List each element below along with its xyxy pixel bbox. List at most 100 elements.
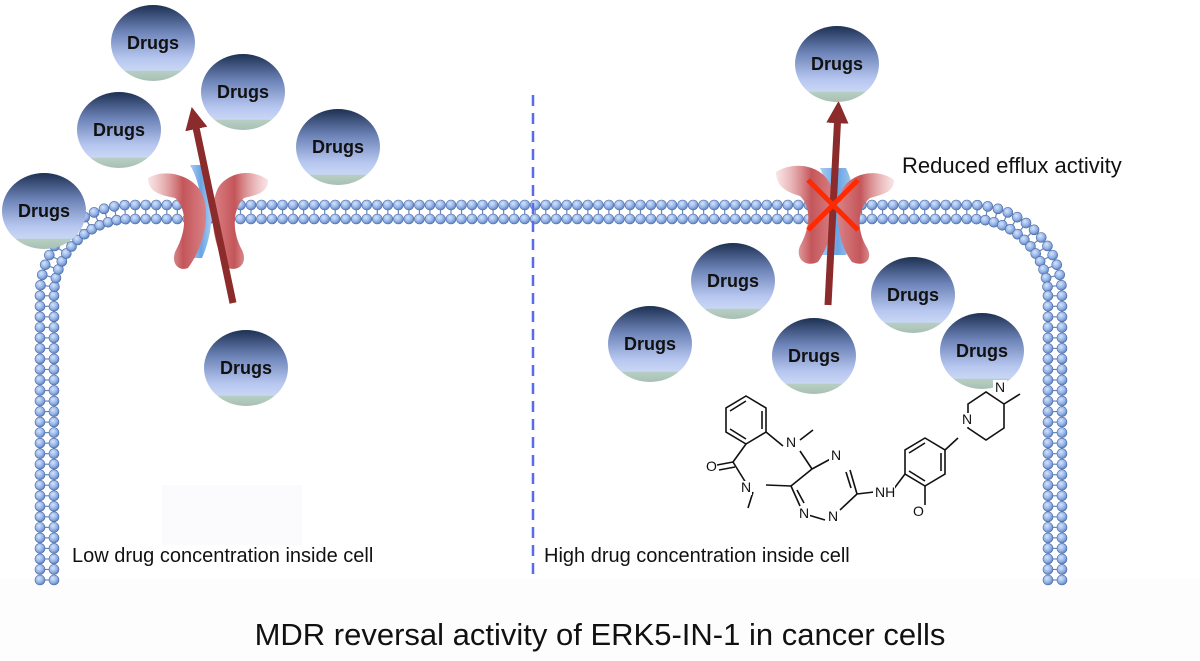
left-panel-background: [162, 485, 302, 545]
lipid-molecule: [34, 406, 60, 417]
lipid-molecule: [614, 199, 625, 225]
drug-label: Drugs: [956, 341, 1008, 361]
lipid-molecule: [866, 199, 878, 225]
drug-molecules: DrugsDrugsDrugsDrugsDrugsDrugsDrugsDrugs…: [2, 5, 1024, 406]
lipid-molecule: [1042, 364, 1068, 375]
lipid-molecule: [119, 199, 131, 225]
lipid-molecule: [1042, 353, 1068, 365]
lipid-molecule: [319, 199, 330, 225]
erk5-in-1-structure: [716, 391, 1021, 521]
drug-label: Drugs: [18, 201, 70, 221]
drug-sphere: Drugs: [77, 92, 161, 168]
lipid-molecule: [1042, 448, 1068, 459]
lipid-molecule: [256, 199, 267, 225]
drug-sphere: Drugs: [608, 306, 692, 382]
lipid-molecule: [698, 199, 709, 225]
lipid-molecule: [593, 199, 604, 225]
lipid-molecule: [34, 332, 60, 344]
lipid-molecule: [382, 199, 394, 225]
bottom-band: [0, 578, 1200, 661]
lipid-molecule: [1042, 301, 1068, 312]
lipid-molecule: [36, 269, 62, 284]
drug-label: Drugs: [811, 54, 863, 74]
atom-label: N: [995, 379, 1005, 395]
lipid-molecule: [108, 201, 122, 226]
lipid-molecule: [34, 364, 60, 375]
drug-sphere: Drugs: [691, 243, 775, 319]
lipid-molecule: [708, 199, 720, 225]
lipid-molecule: [1042, 279, 1067, 293]
drug-sphere: Drugs: [204, 330, 288, 406]
lipid-molecule: [445, 199, 457, 225]
lipid-molecule: [887, 199, 899, 225]
lipid-molecule: [1042, 458, 1068, 470]
lipid-molecule: [877, 199, 888, 225]
lipid-molecule: [1038, 259, 1063, 275]
lipid-molecule: [34, 479, 60, 491]
lipid-molecule: [1042, 553, 1068, 565]
left-panel-caption: Low drug concentration inside cell: [72, 545, 373, 567]
blocked-x-mark: [806, 178, 860, 232]
lipid-molecule: [88, 207, 106, 231]
lipid-molecule: [34, 501, 60, 512]
lipid-molecule: [350, 199, 362, 225]
lipid-molecule: [34, 469, 60, 481]
atom-label: N: [962, 411, 972, 427]
atom-label: N: [828, 508, 838, 524]
lipid-molecule: [996, 207, 1014, 231]
lipid-molecule: [34, 343, 60, 354]
lipid-molecule: [687, 199, 699, 225]
lipid-molecule: [782, 199, 794, 225]
lipid-molecule: [34, 374, 60, 386]
lipid-molecule: [34, 322, 60, 333]
lipid-molecule: [414, 199, 425, 225]
lipid-molecule: [508, 199, 520, 225]
lipid-molecule: [761, 199, 773, 225]
lipid-molecule: [624, 199, 636, 225]
lipid-molecule: [287, 199, 299, 225]
lipid-molecule: [44, 249, 68, 267]
lipid-molecule: [1042, 332, 1068, 344]
lipid-molecule: [971, 199, 983, 225]
drug-sphere: Drugs: [201, 54, 285, 130]
lipid-molecule: [487, 199, 499, 225]
atom-label: O: [913, 503, 924, 519]
drug-label: Drugs: [312, 137, 364, 157]
lipid-molecule: [1042, 522, 1068, 533]
lipid-molecule: [572, 199, 583, 225]
lipid-molecule: [666, 199, 678, 225]
lipid-molecule: [435, 199, 446, 225]
lipid-molecule: [1042, 290, 1068, 302]
lipid-molecule: [34, 574, 60, 586]
lipid-molecule: [677, 199, 688, 225]
drug-sphere: Drugs: [940, 313, 1024, 389]
lipid-molecule: [161, 199, 173, 225]
drug-label: Drugs: [887, 285, 939, 305]
lipid-molecule: [645, 199, 657, 225]
lipid-molecule: [1042, 564, 1068, 575]
lipid-molecule: [1042, 395, 1068, 407]
atom-label: N: [741, 479, 751, 495]
lipid-molecule: [34, 458, 60, 470]
lipid-molecule: [1042, 574, 1068, 586]
lipid-molecule: [308, 199, 320, 225]
lipid-molecule: [1042, 343, 1068, 354]
lipid-molecule: [372, 199, 383, 225]
lipid-molecule: [34, 543, 60, 554]
drug-sphere: Drugs: [871, 257, 955, 333]
lipid-molecule: [150, 199, 162, 225]
lipid-molecule: [1019, 224, 1040, 246]
lipid-molecule: [1025, 232, 1047, 252]
lipid-molecule: [34, 553, 60, 565]
lipid-molecule: [540, 199, 552, 225]
drug-sphere: Drugs: [772, 318, 856, 394]
lipid-molecule: [34, 490, 60, 502]
drug-sphere: Drugs: [296, 109, 380, 185]
lipid-molecule: [245, 199, 257, 225]
drug-label: Drugs: [93, 120, 145, 140]
lipid-molecule: [498, 199, 509, 225]
lipid-molecule: [961, 199, 973, 225]
drug-sphere: Drugs: [2, 173, 86, 249]
drug-label: Drugs: [624, 334, 676, 354]
